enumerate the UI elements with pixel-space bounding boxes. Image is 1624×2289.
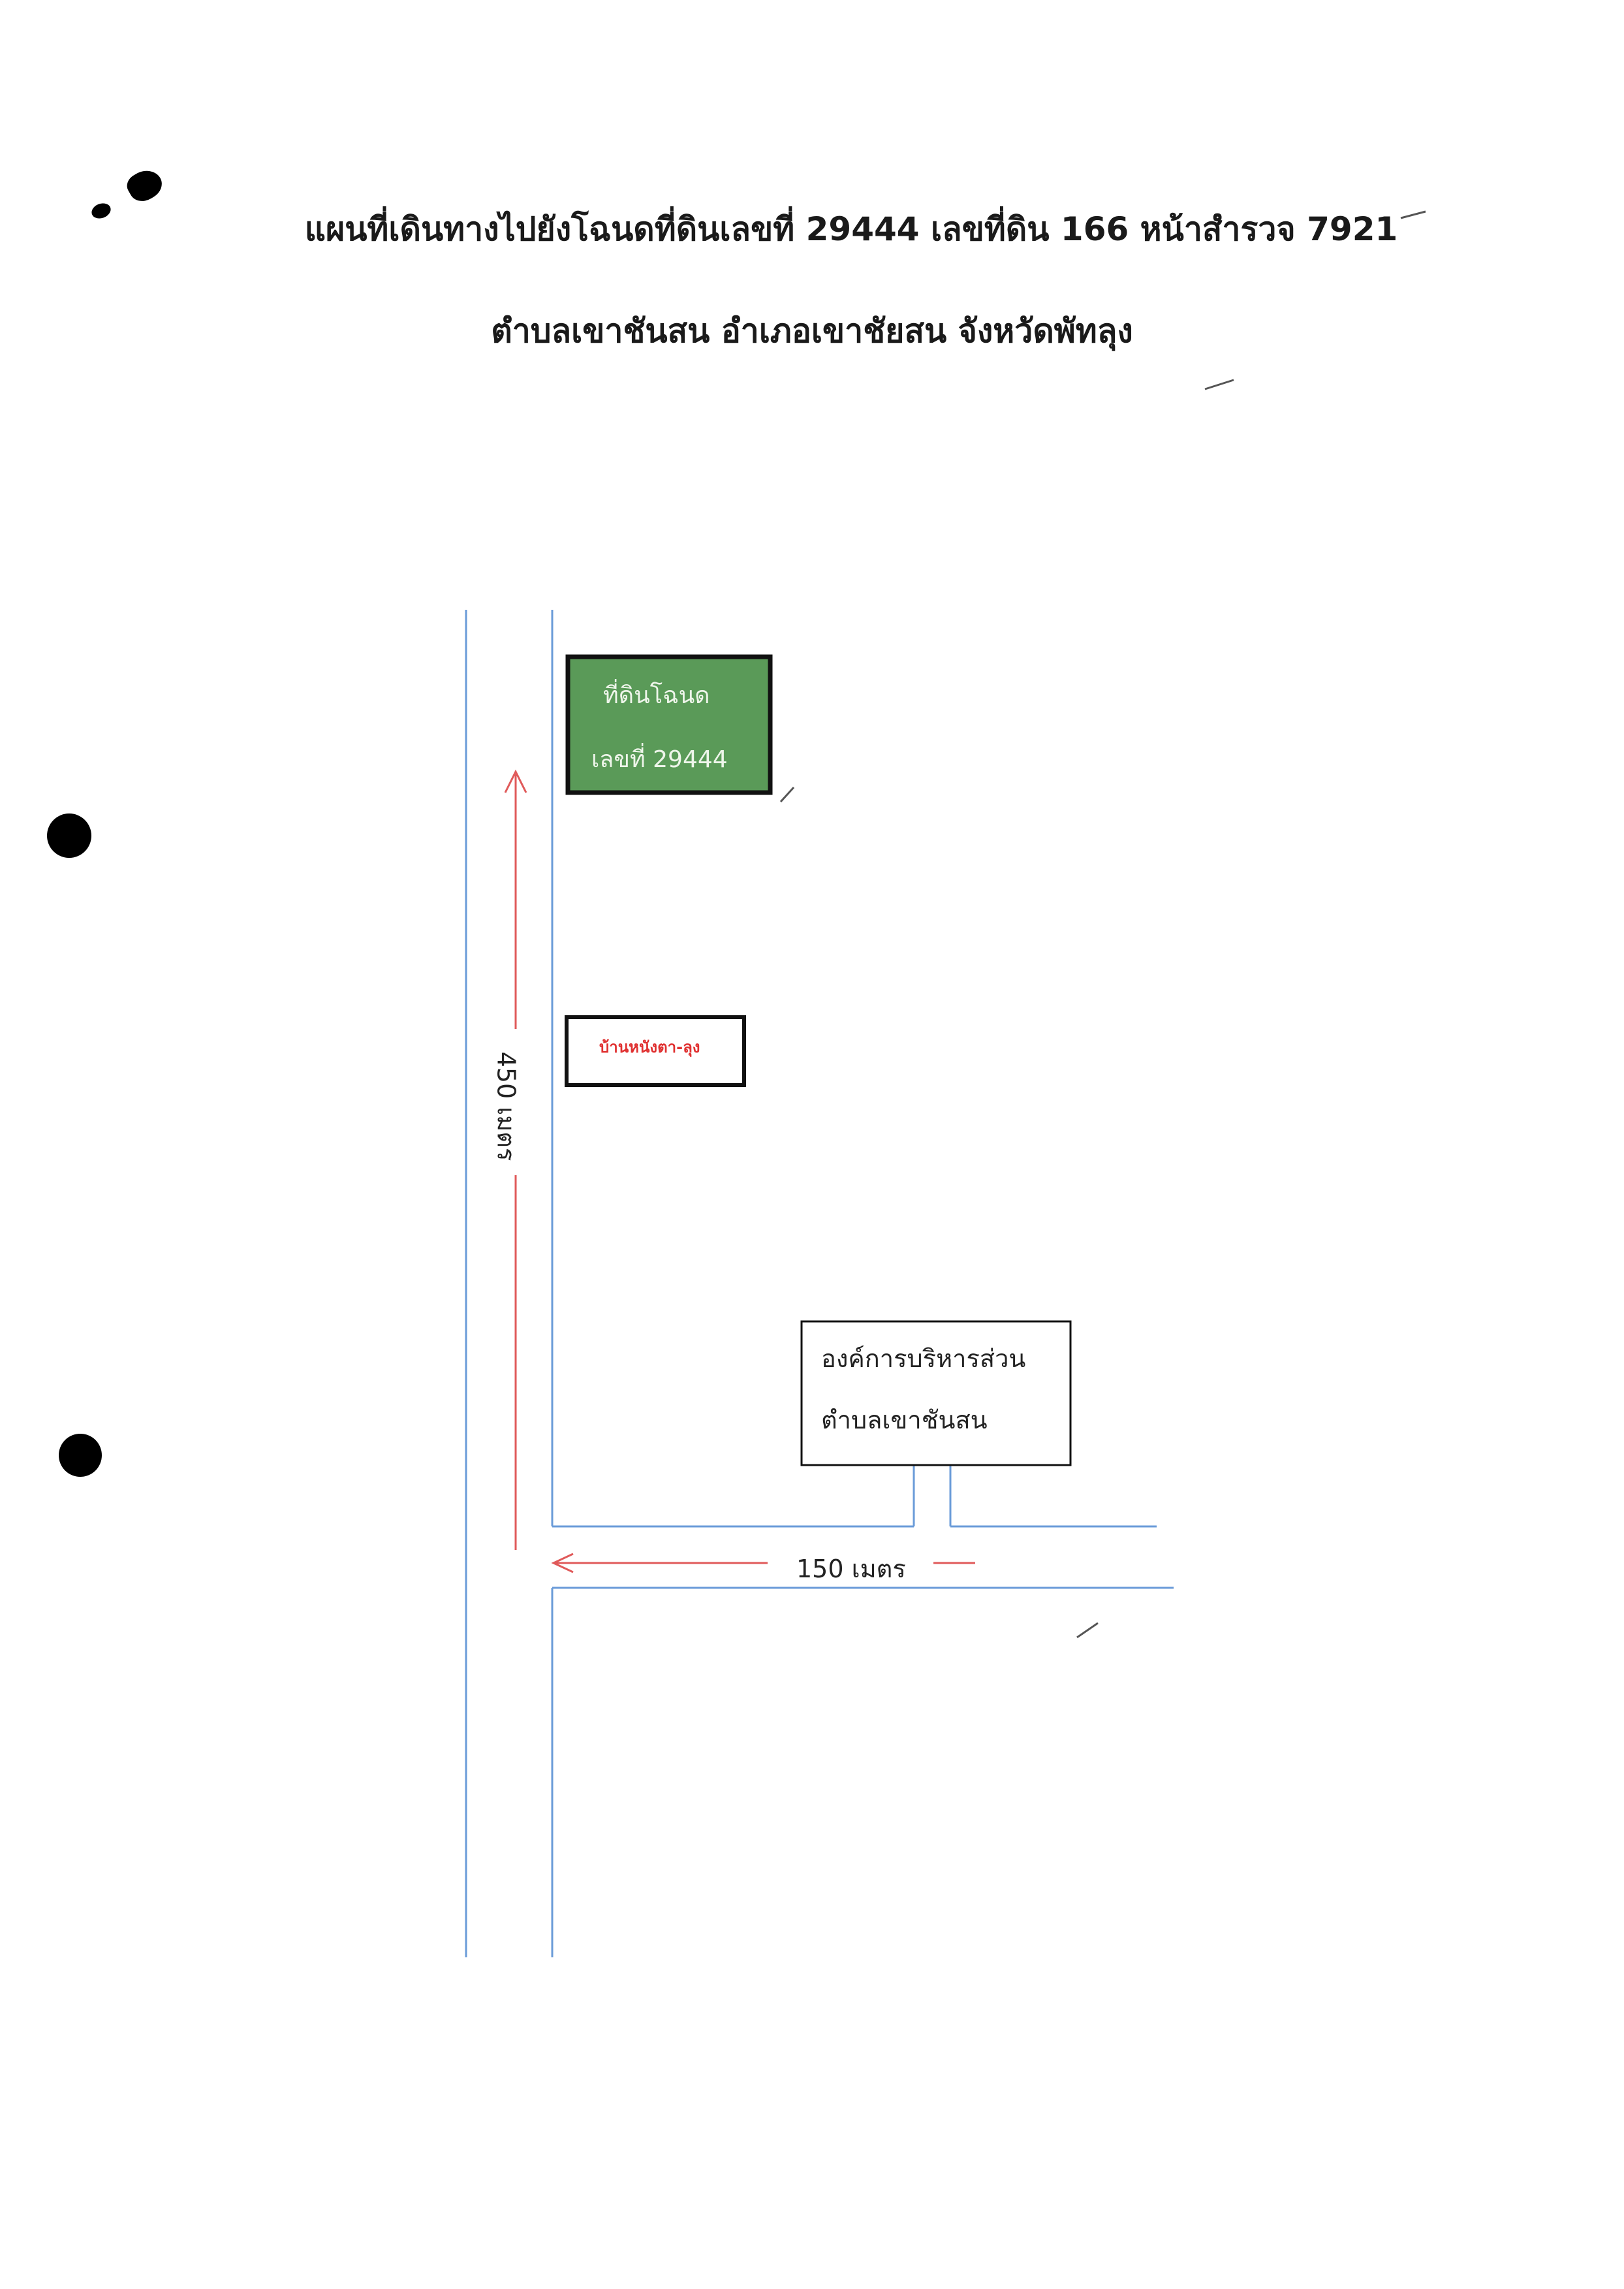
house-label: บ้านหนังตา-ลุง bbox=[599, 1038, 700, 1056]
land-plot-box bbox=[565, 654, 773, 795]
horizontal-arrowhead bbox=[551, 1553, 574, 1573]
map-title-line-2: ตำบลเขาชันสน อำเภอเขาชัยสน จังหวัดพัทลุง bbox=[491, 312, 1133, 350]
roads bbox=[465, 610, 1174, 1957]
horizontal-distance-label: 150 เมตร bbox=[796, 1555, 906, 1583]
scan-marks bbox=[779, 210, 1426, 1639]
house-box bbox=[565, 1015, 746, 1087]
vertical-arrowhead bbox=[504, 769, 527, 793]
office-label-line-1: องค์การบริหารส่วน bbox=[821, 1344, 1026, 1373]
map-title-line-1: แผนที่เดินทางไปยังโฉนดที่ดินเลขที่ 29444… bbox=[304, 210, 1398, 248]
office-label-line-2: ตำบลเขาชันสน bbox=[821, 1406, 988, 1434]
land-plot-label-line-2: เลขที่ 29444 bbox=[591, 746, 728, 773]
office-box bbox=[800, 1320, 1072, 1466]
punch-hole-top bbox=[47, 813, 91, 858]
vertical-distance-label: 450 เมตร bbox=[492, 1051, 521, 1161]
land-plot-label-line-1: ที่ดินโฉนด bbox=[603, 682, 710, 709]
punch-hole-bottom bbox=[59, 1434, 102, 1477]
distance-arrows bbox=[504, 769, 975, 1573]
